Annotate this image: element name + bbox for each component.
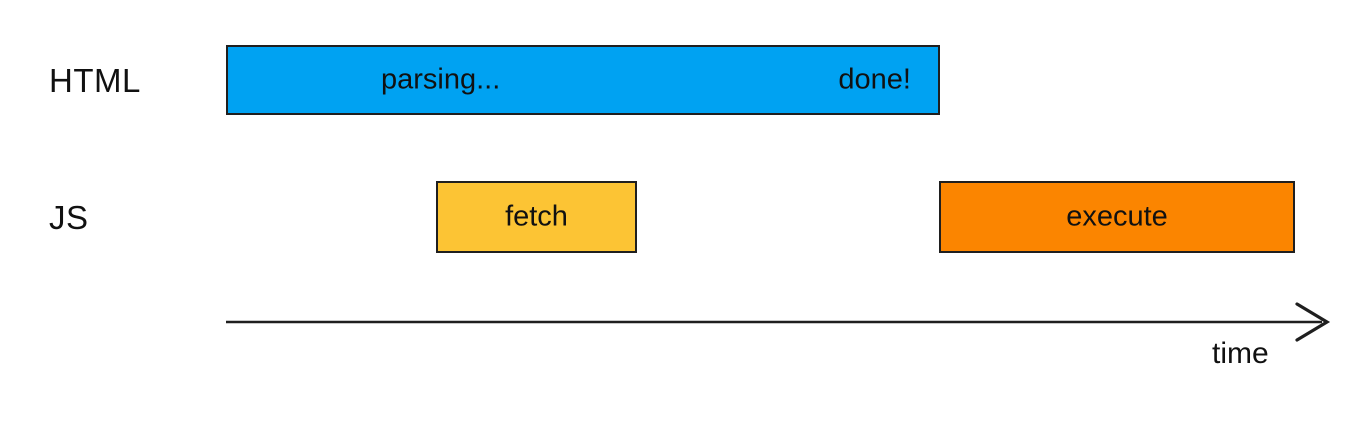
html-row-label: HTML [49,62,141,99]
js-fetch-bar: fetch [436,181,637,253]
time-axis-label: time [1212,337,1269,370]
fetch-label: fetch [505,200,568,233]
arrowhead-icon [1295,302,1331,342]
execute-label: execute [1066,200,1168,233]
html-parsing-bar: parsing... done! [226,45,940,115]
js-row-label: JS [49,199,89,236]
parsing-label: parsing... [381,63,501,96]
parsing-done-label: done! [838,63,911,96]
js-execute-bar: execute [939,181,1295,253]
time-axis-arrow [226,302,1331,342]
